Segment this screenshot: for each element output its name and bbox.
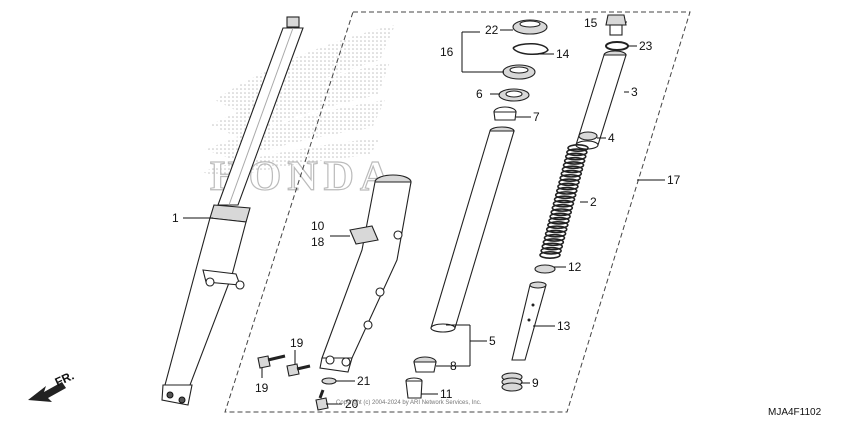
callout-4: 4 xyxy=(608,131,615,145)
callout-11: 11 xyxy=(440,387,453,401)
spring-coil xyxy=(559,173,581,182)
spring-coil xyxy=(549,212,571,221)
callout-15: 15 xyxy=(584,16,598,30)
callout-18: 18 xyxy=(311,235,325,249)
spring-coil xyxy=(566,148,588,157)
spring-coil xyxy=(567,144,589,153)
callout-labels: 1 2 3 4 5 6 7 8 9 10 11 12 13 14 15 16 1… xyxy=(172,16,681,411)
fork-assembly-drawing xyxy=(161,16,304,406)
spring-coil xyxy=(564,152,587,161)
axle-clamp-drawing xyxy=(349,225,379,245)
back-up-ring-drawing xyxy=(498,88,530,102)
callout-19a: 19 xyxy=(290,336,304,350)
callout-9: 9 xyxy=(532,376,539,390)
bushing-drawing xyxy=(413,356,437,373)
guide-bushing-drawing xyxy=(493,106,517,121)
copyright-notice: Copyright (c) 2004-2024 by ARI Network S… xyxy=(336,400,482,406)
spring-coil xyxy=(539,251,561,260)
spring-coil xyxy=(544,229,567,238)
front-direction-label: FR. xyxy=(53,368,76,389)
slide-bushing-drawing xyxy=(405,377,423,399)
spring-coil xyxy=(563,156,586,165)
callout-12: 12 xyxy=(568,260,582,274)
callout-6: 6 xyxy=(476,87,483,101)
socket-bolt-drawing xyxy=(257,354,286,369)
spacer-tube-drawing xyxy=(575,50,627,150)
callout-8: 8 xyxy=(450,359,457,373)
spring-coil xyxy=(554,191,577,200)
spring-coil xyxy=(543,233,566,242)
spring-coil xyxy=(551,203,574,212)
spring-coil xyxy=(545,225,568,234)
callout-16: 16 xyxy=(440,45,454,59)
callout-20: 20 xyxy=(345,397,359,411)
fork-bolt-drawing xyxy=(605,14,627,36)
callout-17: 17 xyxy=(667,173,681,187)
callout-23: 23 xyxy=(639,39,653,53)
leader-lines xyxy=(183,21,665,405)
callout-21: 21 xyxy=(357,374,371,388)
spring-coil xyxy=(558,178,580,187)
assembly-dashed-border xyxy=(224,11,691,413)
rebound-spring-drawing xyxy=(501,372,523,392)
callout-3: 3 xyxy=(631,85,638,99)
oil-seal-drawing xyxy=(502,64,536,80)
spring-coil xyxy=(542,238,565,247)
callout-2: 2 xyxy=(590,195,597,209)
damper-rod-drawing xyxy=(511,281,547,361)
spring-coil xyxy=(562,161,585,170)
callout-14: 14 xyxy=(556,47,570,61)
spring-coil xyxy=(548,216,570,225)
inner-tube-drawing xyxy=(430,126,515,333)
front-direction-arrow xyxy=(28,382,66,402)
fork-spring-drawing xyxy=(539,144,589,260)
spring-coil xyxy=(553,195,576,204)
spring-seat-drawing xyxy=(578,131,598,141)
spring-coil xyxy=(552,199,575,208)
lower-spring-seat-drawing xyxy=(534,264,556,274)
spring-coil xyxy=(547,221,569,230)
spring-coil xyxy=(557,182,579,191)
callout-19b: 19 xyxy=(255,381,269,395)
callout-5: 5 xyxy=(489,334,496,348)
callout-7: 7 xyxy=(533,110,540,124)
spring-coil xyxy=(541,242,564,251)
fork-slider-drawing xyxy=(319,174,412,373)
socket-bolt-b-drawing xyxy=(286,363,311,377)
dust-seal-drawing xyxy=(512,19,548,35)
stopper-ring-drawing xyxy=(512,43,549,55)
spring-coil xyxy=(560,169,583,178)
sealing-washer-drawing xyxy=(321,377,337,385)
callout-1: 1 xyxy=(172,211,179,225)
spring-coil xyxy=(540,246,562,255)
callout-10: 10 xyxy=(311,219,325,233)
callout-22: 22 xyxy=(485,23,499,37)
callout-13: 13 xyxy=(557,319,571,333)
spring-coil xyxy=(550,208,573,217)
diagram-code: MJA4F1102 xyxy=(768,407,822,418)
o-ring-drawing xyxy=(605,41,629,51)
spring-coil xyxy=(555,186,578,195)
drain-bolt-drawing xyxy=(315,389,329,411)
spring-coil xyxy=(561,165,584,174)
